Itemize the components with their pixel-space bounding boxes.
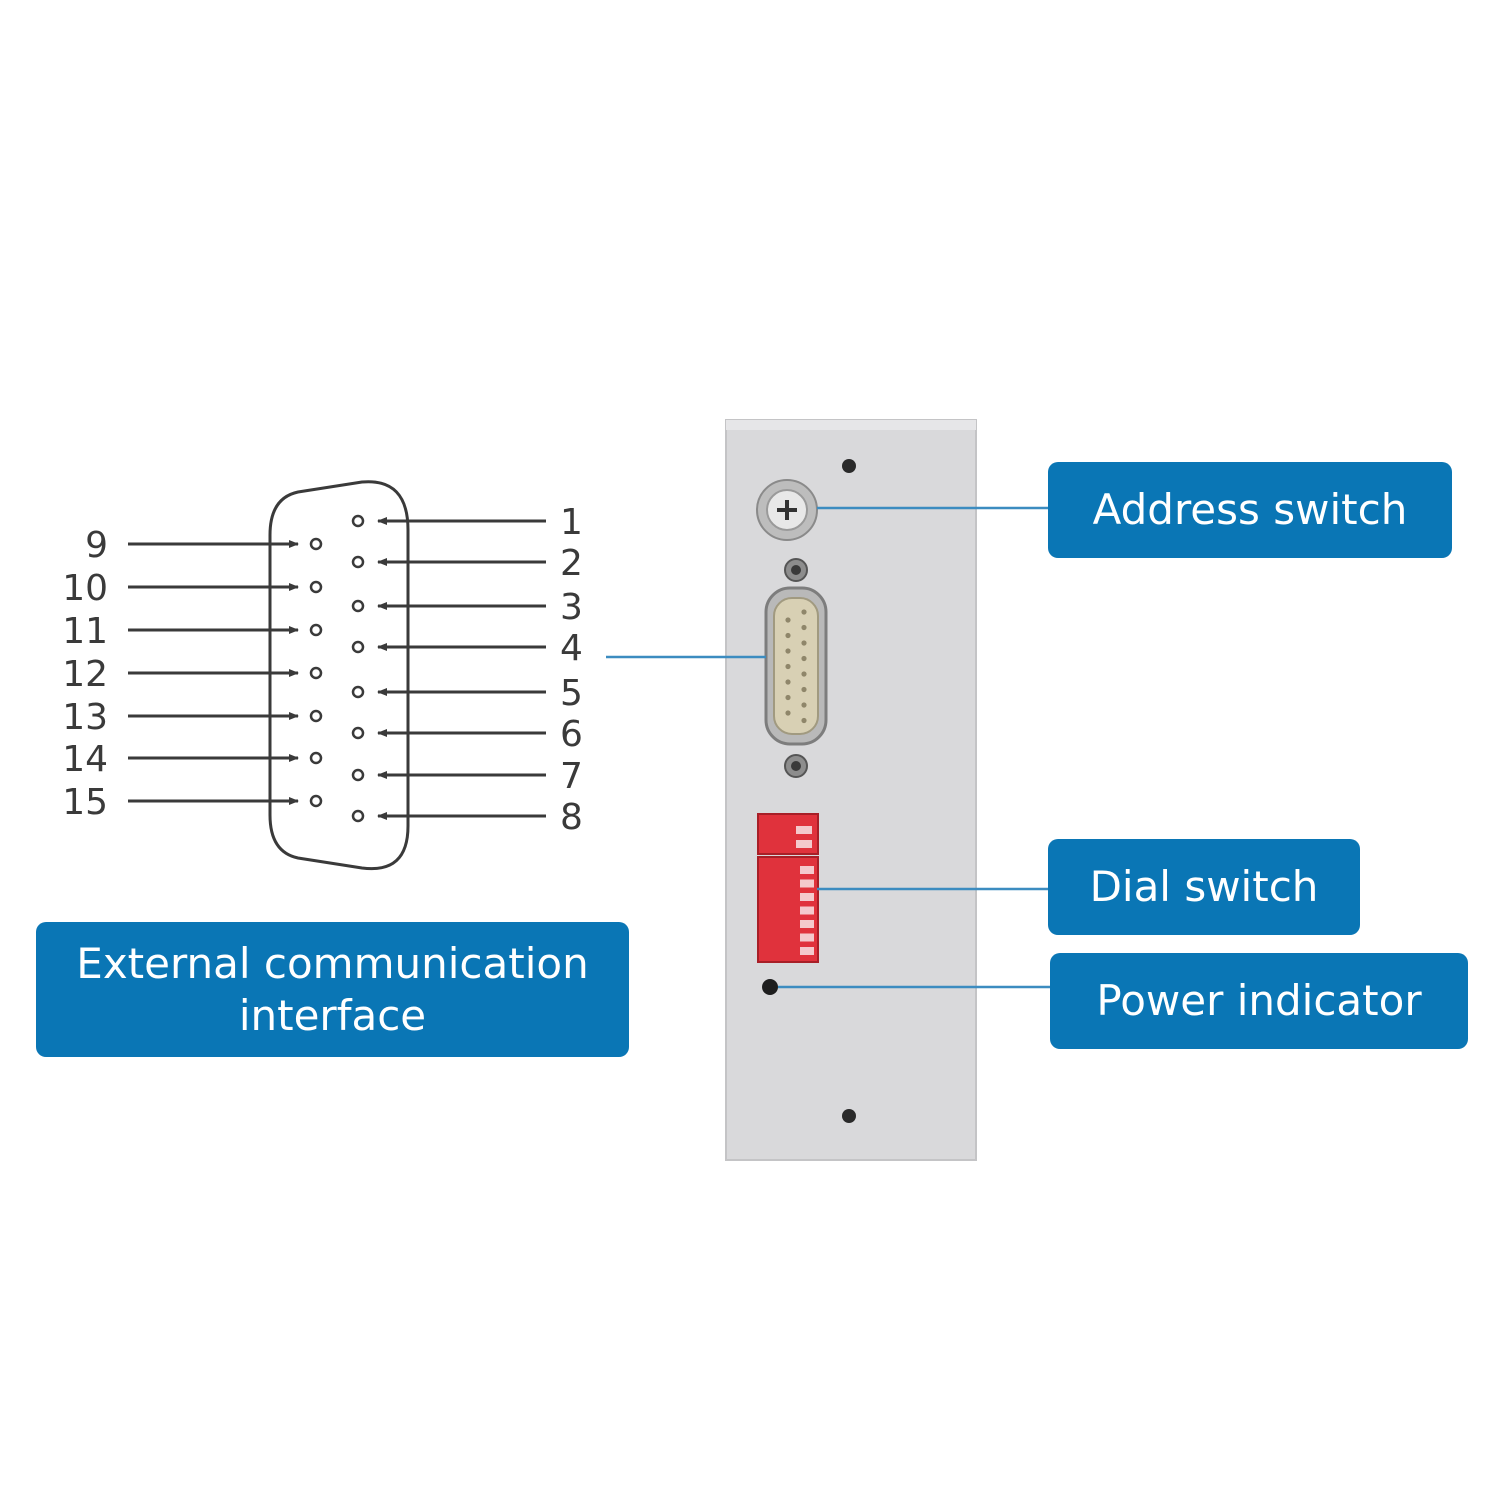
pin-5: 5	[351, 673, 583, 714]
pin-13: 13	[62, 697, 323, 738]
pin-11: 11	[62, 611, 323, 652]
device-panel	[725, 419, 977, 1161]
pin-label: 11	[62, 611, 108, 652]
address-rotary-switch	[756, 479, 818, 541]
pin-label: 14	[62, 739, 108, 780]
pin-label: 5	[560, 673, 583, 714]
power-indicator-led	[762, 979, 778, 995]
pin-label: 6	[560, 714, 583, 755]
pin-6: 6	[351, 714, 583, 755]
address-switch-callout: Address switch	[1048, 462, 1452, 558]
power-indicator-callout: Power indicator	[1050, 953, 1468, 1049]
pin-9: 9	[85, 525, 323, 566]
pin-7: 7	[351, 756, 583, 797]
pin-label: 7	[560, 756, 583, 797]
external-interface-label: External communication interface	[76, 938, 589, 1040]
mounting-screw-top	[842, 459, 856, 473]
panel-body	[725, 419, 977, 1161]
pin-2: 2	[351, 543, 583, 584]
pin-1: 1	[351, 502, 583, 543]
pin-label: 10	[62, 568, 108, 609]
pin-label: 13	[62, 697, 108, 738]
mounting-screw-bottom	[842, 1109, 856, 1123]
dsub-connector	[764, 558, 828, 778]
dial-switch-callout: Dial switch	[1048, 839, 1360, 935]
pin-15: 15	[62, 782, 323, 823]
pin-label: 9	[85, 525, 108, 566]
external-interface-callout: External communication interface	[36, 922, 629, 1057]
pin-label: 4	[560, 628, 583, 669]
pin-label: 2	[560, 543, 583, 584]
pin-10: 10	[62, 568, 323, 609]
pin-3: 3	[351, 587, 583, 628]
power-indicator-label: Power indicator	[1096, 976, 1422, 1025]
pin-8: 8	[351, 797, 583, 838]
dial-switch-label: Dial switch	[1089, 862, 1319, 911]
dip-switch-block	[757, 813, 819, 963]
pin-label: 8	[560, 797, 583, 838]
pin-label: 12	[62, 654, 108, 695]
leader-lines	[606, 506, 1050, 989]
pin-label: 1	[560, 502, 583, 543]
connector-outline	[268, 480, 410, 871]
pin-4: 4	[351, 628, 583, 669]
pin-14: 14	[62, 739, 323, 780]
pin-12: 12	[62, 654, 323, 695]
pin-label: 15	[62, 782, 108, 823]
address-switch-label: Address switch	[1092, 485, 1408, 534]
pin-label: 3	[560, 587, 583, 628]
